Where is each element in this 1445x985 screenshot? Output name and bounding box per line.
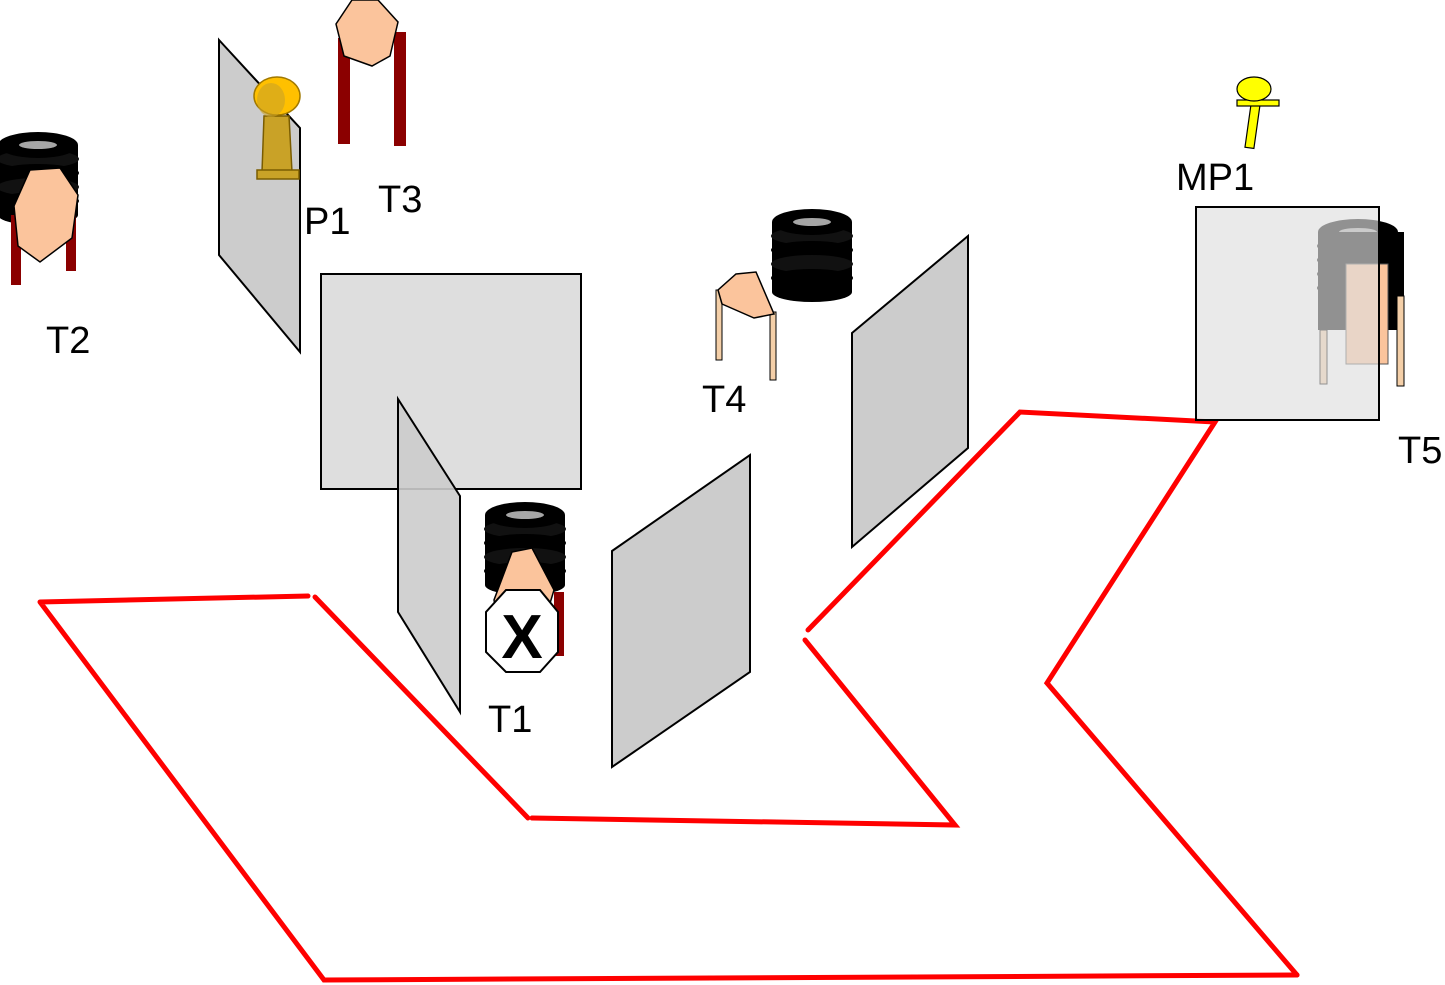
label-t3: T3 — [378, 179, 422, 221]
marker-mp1 — [1236, 76, 1280, 150]
label-mp1: MP1 — [1176, 157, 1254, 199]
wall-panel-center — [320, 273, 582, 490]
trophy-p1 — [253, 76, 301, 180]
label-t2: T2 — [46, 320, 90, 362]
wall-panel-t4 — [851, 233, 969, 550]
target-t2 — [0, 132, 79, 285]
marker-glyph: X — [501, 603, 542, 672]
wall-panel-t5 — [1195, 206, 1380, 421]
boundary-left — [37, 593, 1300, 983]
target-t4 — [715, 209, 853, 381]
label-t4: T4 — [702, 379, 746, 421]
wall-panel-t1-right — [611, 453, 751, 769]
label-t5: T5 — [1398, 430, 1442, 472]
neutralized-marker-icon: X — [485, 589, 559, 673]
target-t3 — [335, 0, 406, 146]
boundary-right — [529, 409, 1300, 978]
label-t1: T1 — [488, 699, 532, 741]
wall-panel-t1-left — [397, 395, 461, 716]
label-p1: P1 — [304, 201, 350, 243]
